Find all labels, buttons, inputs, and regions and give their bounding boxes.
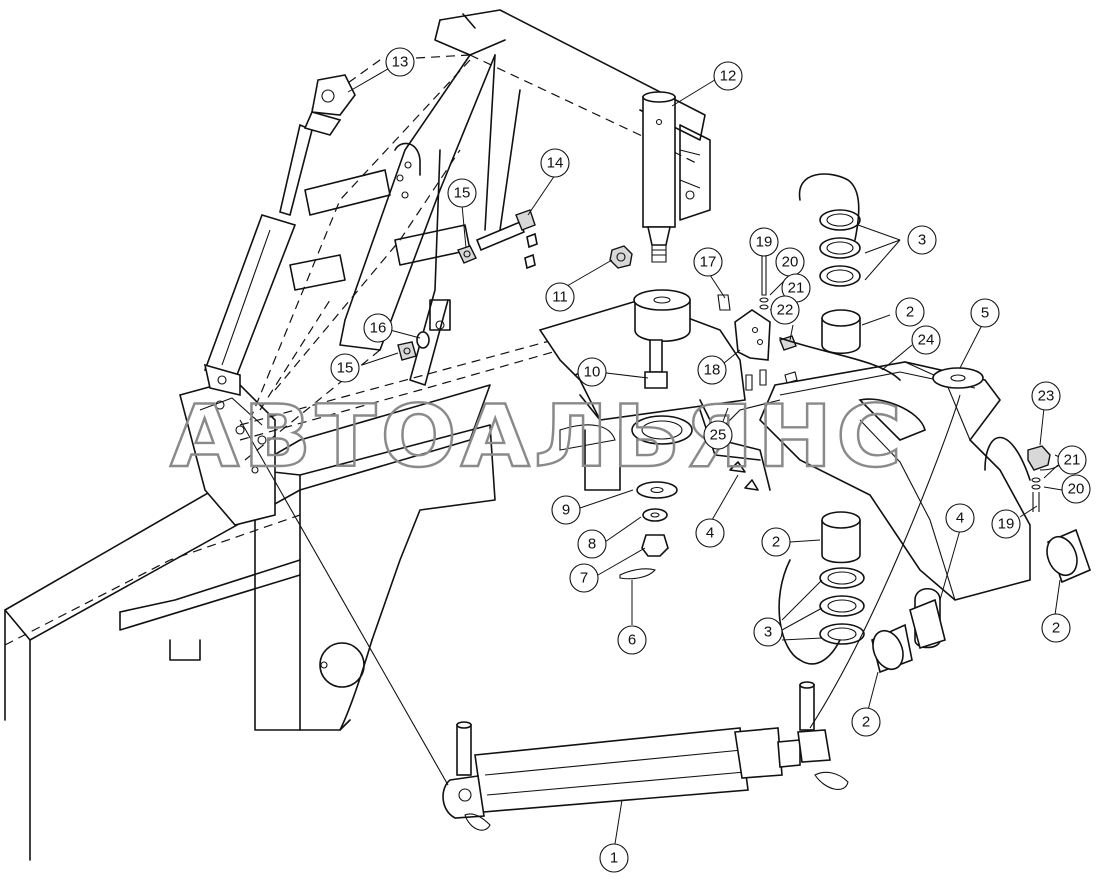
svg-text:4: 4: [956, 510, 964, 527]
callout-14: 14: [540, 148, 570, 178]
callout-11: 11: [545, 282, 575, 312]
svg-text:3: 3: [918, 232, 926, 249]
callout-4-left: 4: [695, 518, 725, 548]
small-fasteners: [397, 209, 538, 361]
callout-6: 6: [617, 625, 647, 655]
callout-2-bottom: 2: [851, 707, 881, 737]
svg-text:2: 2: [906, 304, 914, 321]
svg-text:19: 19: [756, 234, 773, 251]
svg-text:5: 5: [981, 305, 989, 322]
bracket-18: [717, 254, 798, 391]
callout-4-right: 4: [945, 503, 975, 533]
callout-1: 1: [599, 843, 629, 873]
callout-21-lower: 21: [1057, 445, 1087, 475]
svg-text:24: 24: [918, 332, 935, 349]
svg-text:3: 3: [764, 624, 772, 641]
svg-text:2: 2: [1052, 620, 1060, 637]
callout-12: 12: [713, 61, 743, 91]
svg-text:13: 13: [392, 54, 409, 71]
callout-17: 17: [693, 247, 723, 277]
svg-text:6: 6: [628, 632, 636, 649]
hoses: [699, 337, 901, 491]
svg-text:2: 2: [862, 714, 870, 731]
pivot-pin: [642, 91, 676, 263]
callout-9: 9: [551, 495, 581, 525]
callout-3-lower: 3: [753, 617, 783, 647]
side-bushings: [871, 528, 1092, 674]
callout-25: 25: [703, 420, 733, 450]
callout-20-upper: 20: [775, 247, 805, 277]
boss-and-bolt: [633, 289, 691, 389]
callout-21-upper: 21: [781, 273, 811, 303]
watermark: АВТОАЛЬЯНС: [170, 387, 906, 487]
svg-text:15: 15: [454, 185, 471, 202]
callout-5: 5: [970, 298, 1000, 328]
svg-text:22: 22: [777, 302, 794, 319]
callout-22: 22: [770, 295, 800, 325]
callout-24: 24: [911, 325, 941, 355]
callout-2-right: 2: [1041, 613, 1071, 643]
svg-text:20: 20: [1068, 481, 1085, 498]
upper-cylinder: [203, 74, 356, 397]
callouts: 13 12 14 15 15 16 11 10 17 19 20 21 22 1…: [330, 47, 1091, 873]
callout-2-upper: 2: [895, 297, 925, 327]
svg-text:15: 15: [337, 360, 354, 377]
svg-text:2: 2: [772, 534, 780, 551]
svg-text:21: 21: [788, 280, 805, 297]
svg-text:25: 25: [710, 427, 727, 444]
svg-text:14: 14: [547, 155, 564, 172]
right-fasteners: [984, 436, 1062, 512]
svg-text:7: 7: [580, 570, 588, 587]
svg-text:12: 12: [720, 68, 737, 85]
callout-2-mid: 2: [761, 527, 791, 557]
callout-23: 23: [1031, 381, 1061, 411]
svg-text:1: 1: [610, 850, 618, 867]
svg-text:17: 17: [700, 254, 717, 271]
svg-text:10: 10: [584, 364, 601, 381]
svg-text:4: 4: [706, 525, 714, 542]
svg-text:20: 20: [782, 254, 799, 271]
callout-20-lower: 20: [1061, 474, 1091, 504]
lower-washers-bushing: [778, 511, 865, 665]
callout-19-upper: 19: [749, 227, 779, 257]
callout-15-lower: 15: [330, 353, 360, 383]
callout-13: 13: [385, 47, 415, 77]
callout-16: 16: [363, 313, 393, 343]
svg-text:9: 9: [562, 502, 570, 519]
callout-19-lower: 19: [991, 509, 1021, 539]
nut-11: [609, 245, 633, 269]
svg-text:8: 8: [588, 536, 596, 553]
svg-text:18: 18: [704, 362, 721, 379]
svg-text:11: 11: [552, 289, 568, 306]
svg-text:19: 19: [998, 516, 1015, 533]
callout-18: 18: [697, 355, 727, 385]
svg-text:16: 16: [370, 320, 387, 337]
lower-cylinder: [239, 394, 961, 831]
callout-3-upper: 3: [907, 225, 937, 255]
hardware-stack: [619, 415, 693, 580]
callout-15-upper: 15: [447, 178, 477, 208]
callout-10: 10: [577, 357, 607, 387]
frame-structure: [4, 9, 746, 861]
svg-text:23: 23: [1038, 388, 1055, 405]
callout-7: 7: [569, 563, 599, 593]
svg-text:21: 21: [1064, 452, 1081, 469]
callout-8: 8: [577, 529, 607, 559]
